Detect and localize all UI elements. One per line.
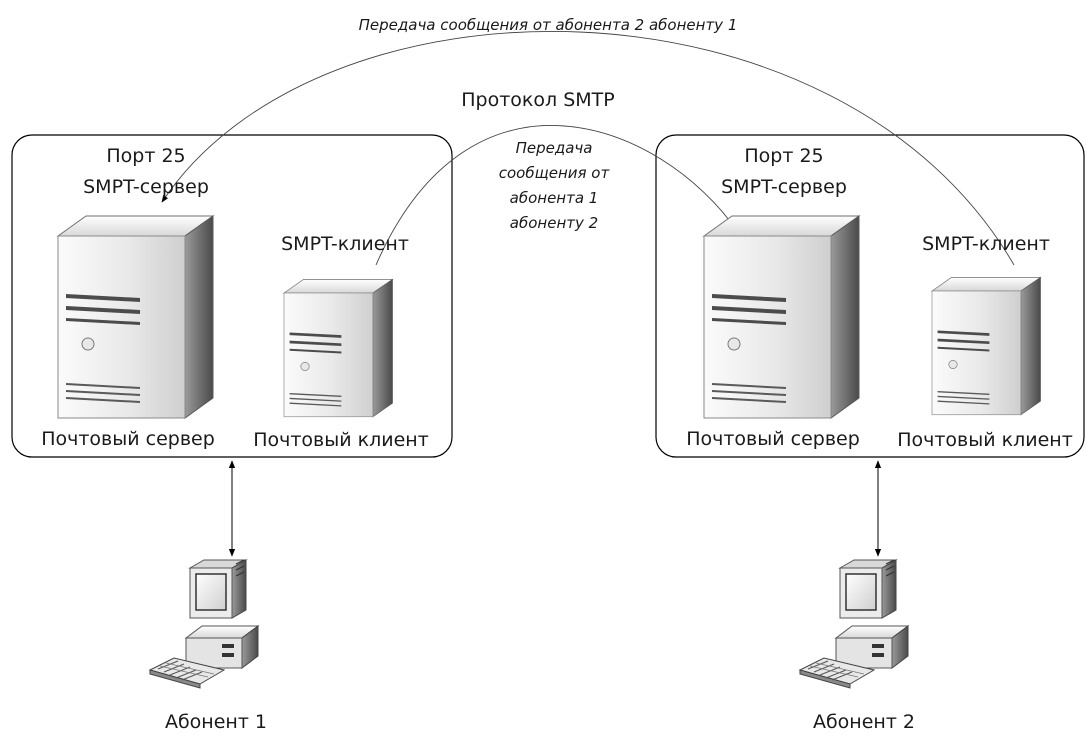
- server-tower-icon: [703, 215, 860, 419]
- arc-message-2-to-1: [161, 30, 1015, 266]
- right-port-label: Порт 25: [744, 145, 823, 167]
- left-client-role: SMPT-клиент: [281, 233, 409, 255]
- right-client-role: SMPT-клиент: [922, 233, 1050, 255]
- left-client-name: Почтовый клиент: [253, 429, 429, 451]
- middle-caption-line-4: абоненту 2: [510, 214, 598, 232]
- left-server-role: SMPT-сервер: [83, 176, 209, 198]
- middle-caption-line-3: абонента 1: [510, 189, 599, 207]
- top-caption: Передача сообщения от абонента 2 абонент…: [359, 16, 738, 34]
- right-server-role: SMPT-сервер: [721, 176, 847, 198]
- server-tower-icon: [931, 276, 1042, 416]
- left-server-name: Почтовый сервер: [41, 428, 215, 450]
- protocol-label: Протокол SMTP: [461, 89, 614, 111]
- right-client-name: Почтовый клиент: [897, 429, 1073, 451]
- server-tower-icon: [283, 278, 394, 418]
- subscriber-2-label: Абонент 2: [813, 711, 915, 733]
- server-tower-icon: [57, 215, 214, 419]
- workstation-icon: [149, 559, 259, 689]
- middle-caption-line-2: сообщения от: [499, 164, 611, 182]
- left-port-label: Порт 25: [106, 145, 185, 167]
- arc-message-1-to-2: [375, 125, 739, 266]
- middle-caption-line-1: Передача: [516, 139, 593, 157]
- right-server-name: Почтовый сервер: [686, 428, 860, 450]
- subscriber-1-label: Абонент 1: [165, 711, 267, 733]
- workstation-icon: [799, 559, 909, 689]
